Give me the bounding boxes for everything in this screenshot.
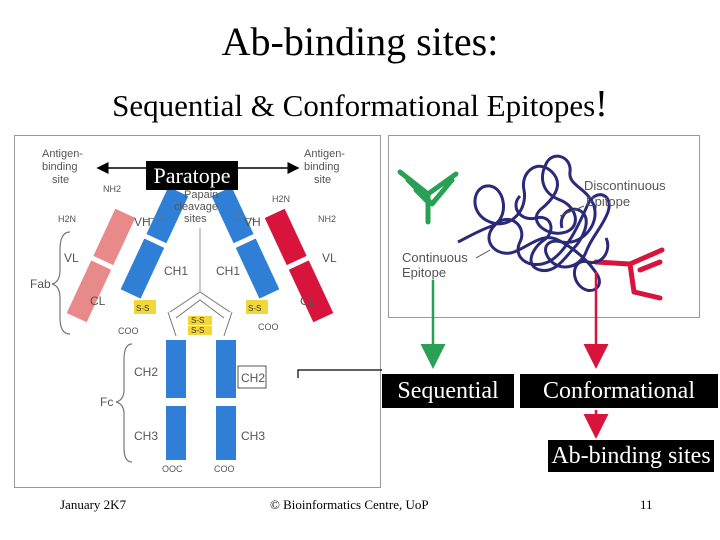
subtitle-text: Sequential & Conformational Epitopes — [112, 88, 596, 123]
sequential-label: Sequential — [382, 374, 514, 408]
fc-ch3-left — [166, 406, 186, 460]
vl-left: VL — [64, 251, 79, 265]
disulfide-hinge-1 — [188, 316, 212, 325]
continuous-leader — [475, 249, 491, 259]
label-leader-vh-left — [143, 215, 165, 221]
antigen-binding-left-l2: binding — [42, 161, 77, 173]
right-light-chain — [264, 208, 334, 323]
ooc-bottom-left: OOC — [162, 464, 183, 474]
left-light-chain — [66, 208, 136, 323]
disulfide-left — [134, 300, 156, 314]
discontinuous-leader — [559, 205, 585, 217]
fab-label: Fab — [30, 277, 51, 291]
fc-label: Fc — [100, 395, 113, 409]
h2n-left: H2N — [58, 214, 76, 224]
discontinuous-l1: Discontinuous — [584, 178, 666, 193]
protein-chain-2 — [514, 194, 588, 273]
ch2-label-box — [237, 365, 267, 389]
right-heavy-chain-fab — [211, 186, 280, 299]
vh-right: VH — [244, 215, 261, 229]
continuous-l1: Continuous — [402, 250, 468, 265]
fc-hinge-left — [167, 311, 177, 337]
ch2-left: CH2 — [134, 365, 158, 379]
papain-l3: sites — [184, 213, 207, 225]
ch2-right: CH2 — [241, 371, 265, 385]
fab-bracket — [51, 231, 71, 335]
conformational-label: Conformational — [520, 374, 718, 408]
cl-right: CL — [300, 294, 316, 308]
nh2-right: NH2 — [318, 214, 336, 224]
footer-page-number: 11 — [640, 497, 653, 512]
hinge-lines — [169, 291, 231, 319]
red-antibody — [593, 247, 665, 301]
fc-ch3-right — [216, 406, 236, 460]
epitope-structure: Discontinuous Epitope Continuous Epitope — [397, 154, 666, 301]
coo-left: COO — [118, 326, 139, 336]
fc-bracket — [115, 343, 133, 463]
h2n-right: H2N — [272, 194, 290, 204]
fc-hinge-right — [223, 311, 233, 337]
ab-binding-sites-label: Ab-binding sites — [548, 440, 714, 472]
ch1-right: CH1 — [216, 264, 240, 278]
footer-date: January 2K7 — [60, 497, 127, 512]
continuous-l2: Epitope — [402, 265, 446, 280]
disulfide-hinge-2 — [188, 326, 212, 335]
left-heavy-chain-fab — [120, 186, 189, 299]
antigen-binding-right-l3: site — [314, 174, 331, 186]
nh2-left: NH2 — [103, 184, 121, 194]
antigen-binding-right-l2: binding — [304, 161, 339, 173]
label-leader-vh-right — [235, 215, 257, 221]
coo-bottom-right: COO — [214, 464, 235, 474]
ch1-left: CH1 — [164, 264, 188, 278]
green-antibody — [397, 169, 459, 225]
papain-l2: cleavage — [174, 201, 218, 213]
cl-left: CL — [90, 294, 106, 308]
footer-credit: © Bioinformatics Centre, UoP — [270, 497, 429, 512]
antibody-structure — [51, 186, 334, 463]
antibody-labels: Antigen- binding site Antigen- binding s… — [30, 148, 345, 474]
ss-right: S-S — [248, 304, 261, 313]
antigen-binding-left-l1: Antigen- — [42, 148, 83, 160]
ss-hinge-1: S-S — [191, 316, 204, 325]
coo-right: COO — [258, 322, 279, 332]
papain-l1: Papain — [184, 189, 218, 201]
subtitle-exclamation: ! — [595, 83, 608, 125]
ch3-left: CH3 — [134, 429, 158, 443]
discontinuous-l2: Epitope — [586, 194, 630, 209]
paratope-label: Paratope — [146, 161, 238, 190]
vh-left: VH — [134, 215, 151, 229]
disulfide-right — [246, 300, 268, 314]
fc-ch2-right — [216, 340, 236, 398]
fc-ch2-left — [166, 340, 186, 398]
slide-title: Ab-binding sites: — [221, 19, 499, 64]
slide-subtitle: Sequential & Conformational Epitopes! — [0, 82, 720, 126]
ss-left: S-S — [136, 304, 149, 313]
vl-right: VL — [322, 251, 337, 265]
connector-line — [297, 369, 382, 378]
ss-hinge-2: S-S — [191, 326, 204, 335]
antigen-binding-left-l3: site — [52, 174, 69, 186]
ch3-right: CH3 — [241, 429, 265, 443]
antigen-binding-right-l1: Antigen- — [304, 148, 345, 160]
